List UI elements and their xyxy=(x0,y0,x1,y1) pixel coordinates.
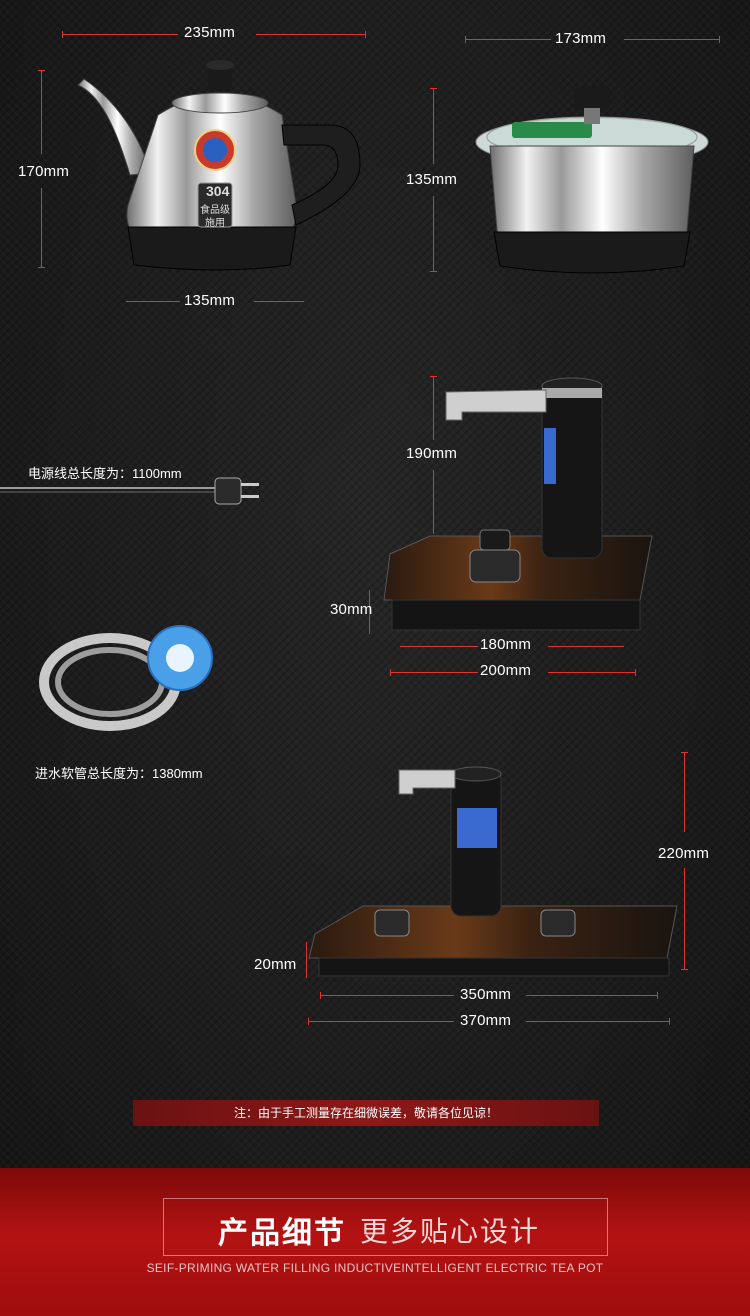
product-details-banner: 产品细节 更多贴心设计 SEIF-PRIMING WATER FILLING I… xyxy=(0,1168,750,1316)
unit2-base-height-line xyxy=(306,942,307,978)
pot-width-tick xyxy=(719,36,720,43)
kettle-width-tick xyxy=(365,31,366,38)
kettle-height-tick xyxy=(38,267,45,268)
pot-image xyxy=(475,86,709,274)
kettle-badge-304: 304 xyxy=(206,183,230,199)
unit2-inner-width-line-right xyxy=(526,995,658,996)
kettle-badge-line2: 食品级 xyxy=(200,205,230,216)
kettle-width-line-left xyxy=(62,34,178,35)
unit1-pump-height-line-bottom xyxy=(433,470,434,534)
unit1-base-height-line xyxy=(369,590,370,634)
measurement-note: 注：由于手工测量存在细微误差，敬请各位见谅！ xyxy=(133,1100,599,1126)
unit2-height-line-top xyxy=(684,752,685,832)
unit1-image xyxy=(383,377,653,631)
unit1-base-height-label: 30mm xyxy=(330,601,373,618)
unit1-outer-tick xyxy=(390,669,391,676)
unit2-height-tick xyxy=(681,969,688,970)
unit2-outer-width-label: 370mm xyxy=(460,1012,512,1029)
kettle-width-line-right xyxy=(256,34,366,35)
unit1-inner-width-line-right xyxy=(548,646,624,647)
pot-height-label: 135mm xyxy=(406,171,458,188)
unit1-inner-width-line-left xyxy=(400,646,478,647)
kettle-width-tick xyxy=(62,31,63,38)
pot-height-tick xyxy=(430,88,437,89)
unit1-pump-height-label: 190mm xyxy=(406,445,458,462)
power-cord-label: 电源线总长度为：1100mm xyxy=(28,466,182,481)
kettle-badge-line3: 施用 xyxy=(205,218,225,229)
kettle-base-line-left xyxy=(126,301,180,302)
unit2-image xyxy=(308,766,678,977)
power-cord-image xyxy=(0,477,259,505)
pot-height-tick xyxy=(430,271,437,272)
kettle-width-label: 235mm xyxy=(184,24,236,41)
banner-subtitle: 更多贴心设计 xyxy=(360,1216,541,1247)
unit2-outer-tick xyxy=(308,1018,309,1025)
unit1-outer-width-line-right xyxy=(548,672,636,673)
banner-frame xyxy=(163,1198,608,1256)
pot-width-tick xyxy=(465,36,466,43)
kettle-height-label: 170mm xyxy=(18,163,70,180)
unit2-height-line-bottom xyxy=(684,868,685,970)
kettle-image xyxy=(77,60,361,271)
unit1-outer-width-label: 200mm xyxy=(480,662,532,679)
kettle-height-line-bottom xyxy=(41,188,42,268)
pot-height-line-bottom xyxy=(433,196,434,272)
unit2-outer-width-line-right xyxy=(526,1021,670,1022)
pot-width-line-left xyxy=(465,39,551,40)
unit2-inner-width-line-left xyxy=(320,995,454,996)
unit1-pump-tick xyxy=(430,376,437,377)
unit2-outer-width-line-left xyxy=(308,1021,454,1022)
kettle-base-line-right xyxy=(254,301,304,302)
unit1-pump-height-line-top xyxy=(433,376,434,440)
unit2-height-tick xyxy=(681,752,688,753)
hose-image xyxy=(39,625,213,731)
hose-label: 进水软管总长度为：1380mm xyxy=(35,766,203,781)
pot-height-line-top xyxy=(433,88,434,164)
unit1-inner-width-label: 180mm xyxy=(480,636,532,653)
unit2-inner-tick xyxy=(657,992,658,999)
unit1-outer-tick xyxy=(635,669,636,676)
pot-width-line-right xyxy=(624,39,720,40)
unit2-base-height-label: 20mm xyxy=(254,956,297,973)
unit1-outer-width-line-left xyxy=(390,672,478,673)
banner-english: SEIF-PRIMING WATER FILLING INDUCTIVEINTE… xyxy=(146,1261,604,1275)
kettle-base-label: 135mm xyxy=(184,292,236,309)
unit2-inner-width-label: 350mm xyxy=(460,986,512,1003)
unit2-total-height-label: 220mm xyxy=(658,845,710,862)
unit2-inner-tick xyxy=(320,992,321,999)
unit2-outer-tick xyxy=(669,1018,670,1025)
pot-width-label: 173mm xyxy=(555,30,607,47)
kettle-height-line-top xyxy=(41,70,42,154)
banner-title: 产品细节 xyxy=(218,1217,346,1250)
kettle-height-tick xyxy=(38,70,45,71)
